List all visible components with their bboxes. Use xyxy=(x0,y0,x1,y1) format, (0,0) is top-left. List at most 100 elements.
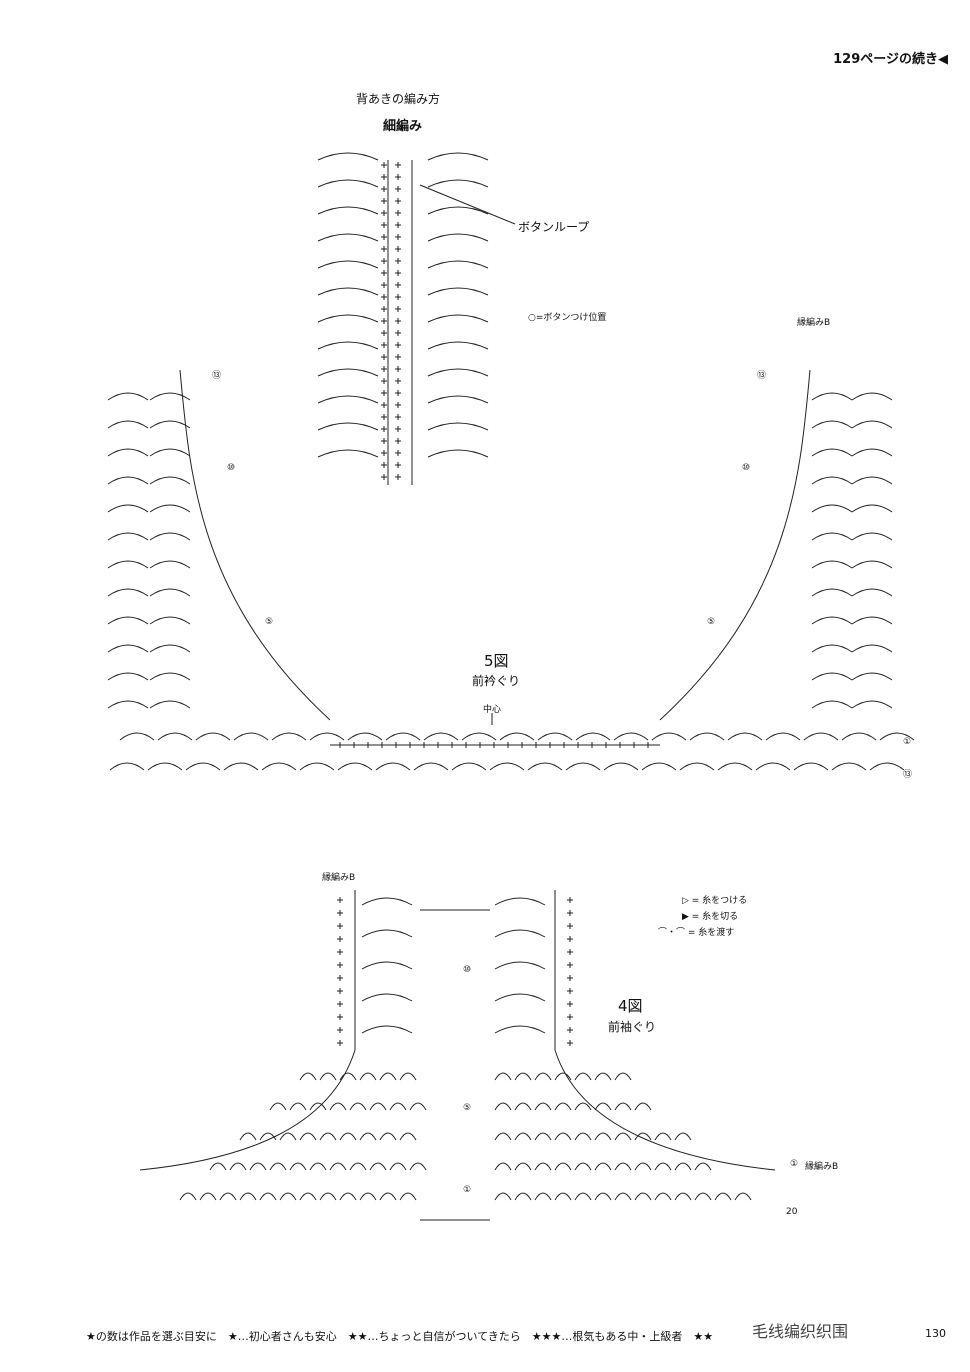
chain-arc xyxy=(594,1132,612,1141)
chain-arc xyxy=(279,1192,297,1201)
chain-arc xyxy=(534,1192,552,1201)
chain-arc xyxy=(803,732,839,741)
chain-arc xyxy=(317,233,379,242)
single-crochet-mark xyxy=(381,330,387,336)
single-crochet-mark xyxy=(337,988,343,994)
chain-arc xyxy=(851,392,893,401)
single-crochet-mark xyxy=(381,246,387,252)
single-crochet-mark xyxy=(381,258,387,264)
chain-arc xyxy=(107,448,149,457)
single-crochet-mark xyxy=(567,1040,573,1046)
chain-arc xyxy=(337,762,373,771)
chain-arc xyxy=(149,644,191,653)
single-crochet-mark xyxy=(337,1040,343,1046)
fig4-row-label: ⑩ xyxy=(463,965,472,975)
chain-arc xyxy=(361,993,413,1002)
chain-arc xyxy=(654,1132,672,1141)
chain-arc xyxy=(594,1072,612,1081)
single-crochet-mark xyxy=(395,162,401,168)
chain-arc xyxy=(157,732,193,741)
chain-arc xyxy=(223,762,259,771)
chain-arc xyxy=(869,762,905,771)
single-crochet-mark xyxy=(395,450,401,456)
single-crochet-mark xyxy=(395,414,401,420)
fig5-center-label: 中心 xyxy=(483,705,502,715)
chain-arc xyxy=(427,422,489,431)
chain-arc xyxy=(107,588,149,597)
single-crochet-mark xyxy=(381,174,387,180)
single-crochet-mark xyxy=(381,270,387,276)
chain-arc xyxy=(574,1162,592,1171)
chain-arc xyxy=(339,1192,357,1201)
chain-arc xyxy=(494,1162,512,1171)
single-crochet-mark xyxy=(395,222,401,228)
chain-arc xyxy=(689,732,725,741)
chain-arc xyxy=(279,1132,297,1141)
chain-arc xyxy=(679,762,715,771)
single-crochet-mark xyxy=(567,910,573,916)
single-crochet-mark xyxy=(381,234,387,240)
chain-arc xyxy=(399,1192,417,1201)
fig4-row-label: ① xyxy=(790,1159,799,1169)
single-crochet-mark xyxy=(395,390,401,396)
chain-arc xyxy=(614,1072,632,1081)
fig5-row-label: ⑩ xyxy=(742,463,751,473)
chain-arc xyxy=(427,179,489,188)
chain-arc xyxy=(461,732,497,741)
chain-arc xyxy=(674,1132,692,1141)
chain-arc xyxy=(634,1192,652,1201)
chain-arc xyxy=(651,732,687,741)
chain-arc xyxy=(514,1102,532,1111)
single-crochet-mark xyxy=(395,198,401,204)
chain-arc xyxy=(359,1132,377,1141)
chain-arc xyxy=(574,1072,592,1081)
chain-arc xyxy=(385,732,421,741)
chain-arc xyxy=(423,732,459,741)
chain-arc xyxy=(427,233,489,242)
fig5-row-label: ① xyxy=(903,737,912,747)
single-crochet-mark xyxy=(395,474,401,480)
chain-arc xyxy=(209,1162,227,1171)
chain-arc xyxy=(347,732,383,741)
chain-arc xyxy=(427,314,489,323)
single-crochet-mark xyxy=(395,426,401,432)
fig5-row-label: ⑤ xyxy=(265,617,274,627)
single-crochet-mark xyxy=(395,306,401,312)
chain-arc xyxy=(694,1162,712,1171)
chain-arc xyxy=(317,260,379,269)
watermark: 毛线编织织围 xyxy=(752,1322,849,1341)
chain-arc xyxy=(317,341,379,350)
chain-arc xyxy=(793,762,829,771)
chain-arc xyxy=(427,449,489,458)
chain-arc xyxy=(149,700,191,709)
chain-arc xyxy=(634,1162,652,1171)
chain-arc xyxy=(361,1025,413,1034)
chain-arc xyxy=(811,392,853,401)
fig4-edge-label: 縁編みB xyxy=(322,873,356,883)
single-crochet-mark xyxy=(395,462,401,468)
back-opening-stitch-label: 細編み xyxy=(383,119,423,134)
chain-arc xyxy=(494,1072,512,1081)
chain-arc xyxy=(811,532,853,541)
chain-arc xyxy=(109,762,145,771)
chain-arc xyxy=(614,1192,632,1201)
chain-arc xyxy=(427,260,489,269)
chain-arc xyxy=(851,504,893,513)
chain-arc xyxy=(574,1192,592,1201)
chain-arc xyxy=(299,762,335,771)
chain-arc xyxy=(574,1102,592,1111)
chain-arc xyxy=(811,420,853,429)
chain-arc xyxy=(427,287,489,296)
chain-arc xyxy=(309,1162,327,1171)
chain-arc xyxy=(594,1192,612,1201)
single-crochet-mark xyxy=(381,366,387,372)
chain-arc xyxy=(427,368,489,377)
chain-arc xyxy=(717,762,753,771)
single-crochet-mark xyxy=(567,975,573,981)
chain-arc xyxy=(339,1132,357,1141)
single-crochet-mark xyxy=(381,282,387,288)
chain-arc xyxy=(149,448,191,457)
single-crochet-mark xyxy=(381,306,387,312)
single-crochet-mark xyxy=(567,1027,573,1033)
